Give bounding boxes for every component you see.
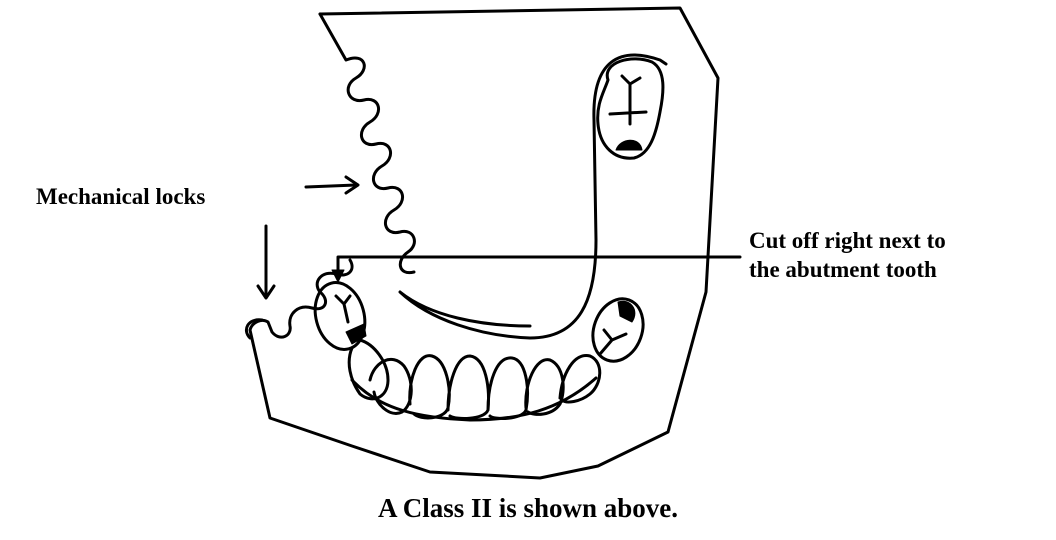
cut-off-pointer-line <box>336 255 742 274</box>
left-abutment-rest <box>345 323 367 345</box>
right-abutment-rest <box>617 300 636 323</box>
wavy-lock-edge <box>318 12 416 275</box>
label-cut-off-line2: the abutment tooth <box>749 256 937 282</box>
lingual-bar <box>350 376 598 422</box>
label-mechanical-locks: Mechanical locks <box>36 184 206 209</box>
label-cut-off: Cut off right next to the abutment tooth <box>749 227 946 285</box>
anterior-teeth <box>347 338 602 420</box>
framework-tab <box>245 318 264 340</box>
locks-arrow-down-head <box>256 284 276 300</box>
right-abutment-fissure <box>598 328 628 356</box>
inner-curve <box>398 53 668 340</box>
label-cut-off-line1: Cut off right next to <box>749 228 946 253</box>
locks-arrow-right-head <box>344 175 360 195</box>
caption: A Class II is shown above. <box>377 493 679 523</box>
right-abutment-tooth <box>591 297 645 363</box>
cut-off-arrowhead <box>331 269 345 283</box>
upper-molar-rest <box>615 139 643 151</box>
upper-molar-fissure <box>608 74 648 126</box>
framework-outline <box>248 6 720 480</box>
left-abutment-tooth <box>313 281 367 351</box>
locks-arrow-right-line <box>304 183 358 189</box>
left-abutment-fissure <box>334 294 352 324</box>
upper-molar <box>596 57 665 160</box>
